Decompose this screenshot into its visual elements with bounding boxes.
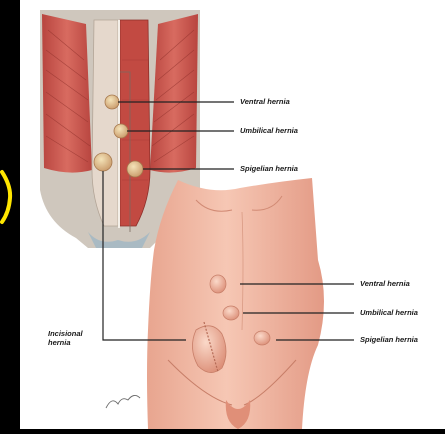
lower-umbilical-hernia-label: Umbilical hernia [360,308,418,317]
upper-spigelian-hernia-label: Spigelian hernia [240,164,298,173]
upper-ventral-hernia-label: Ventral hernia [240,97,290,106]
lower-umbilical-bulge [223,306,239,320]
lower-spigelian-bulge [254,331,270,345]
upper-umbilical-sac [114,124,128,138]
upper-incisional-sac [94,153,112,171]
upper-ventral-sac [105,95,119,109]
upper-umbilical-hernia-label: Umbilical hernia [240,126,298,135]
lower-ventral-bulge [210,275,226,293]
upper-spigelian-sac [127,161,143,177]
lower-incisional-bulge [192,326,226,373]
highlight-mark [2,172,10,222]
incisional-label-line1: Incisional [48,329,83,338]
incisional-label-line2: hernia [48,338,83,347]
lower-spigelian-hernia-label: Spigelian hernia [360,335,418,344]
skin-torso [147,178,324,429]
lower-ventral-hernia-label: Ventral hernia [360,279,410,288]
incisional-hernia-label: Incisional hernia [48,329,83,347]
